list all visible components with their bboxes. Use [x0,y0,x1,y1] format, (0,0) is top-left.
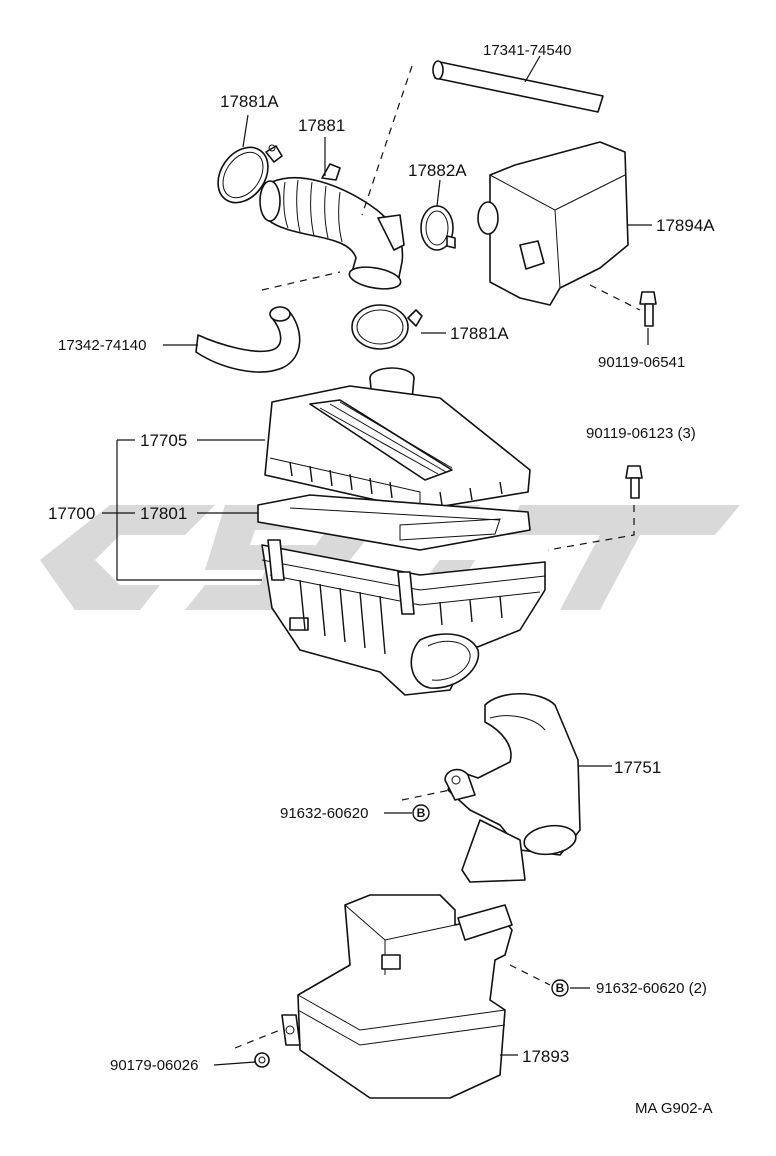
marker-b-2: B [551,979,569,997]
air-hose-17881 [259,163,405,290]
label-17881: 17881 [298,116,345,135]
clip-90179-06026 [254,1052,270,1068]
clamp-17882A [420,205,456,251]
diagram-code: MA G902-A [635,1100,713,1117]
label-17751: 17751 [614,758,661,777]
label-91632-60620: 91632-60620 [280,805,368,822]
bolt-90119-06541 [639,291,657,327]
label-17342-74140: 17342-74140 [58,337,146,354]
label-17705: 17705 [140,431,187,450]
air-cleaner-case [261,539,546,696]
hose-17342 [195,306,301,373]
label-17881A-top: 17881A [220,92,279,111]
cap-ribs [289,461,503,506]
clamp-17881A-bottom [351,304,423,350]
bolt-90119-06123 [625,465,643,499]
label-90119-06541: 90119-06541 [598,354,685,371]
marker-b-1-text: B [417,806,426,820]
label-90119-06123: 90119-06123 (3) [586,425,696,442]
clamp-17881A-top [217,144,283,204]
label-17801: 17801 [140,504,187,523]
label-90179-06026: 90179-06026 [110,1057,198,1074]
intake-duct-17751 [444,692,581,883]
marker-b-2-text: B [556,981,565,995]
label-91632-60620-2: 91632-60620 (2) [596,980,707,997]
label-17881A-bottom: 17881A [450,324,509,343]
solid-leaders [102,55,652,1066]
marker-b-1: B [412,804,430,822]
air-cleaner-cap-17705 [264,367,531,511]
label-17700: 17700 [48,504,95,523]
label-17341-74540: 17341-74540 [483,42,571,59]
case-lower-17893 [281,894,513,1099]
label-17894A: 17894A [656,216,715,235]
label-17882A: 17882A [408,161,467,180]
hose-17341 [432,60,604,113]
resonator-17894A [477,141,629,306]
case-ribs [299,579,503,655]
label-17893: 17893 [522,1047,569,1066]
dashed-leaders [234,65,641,1049]
filter-element-17801 [257,494,531,551]
